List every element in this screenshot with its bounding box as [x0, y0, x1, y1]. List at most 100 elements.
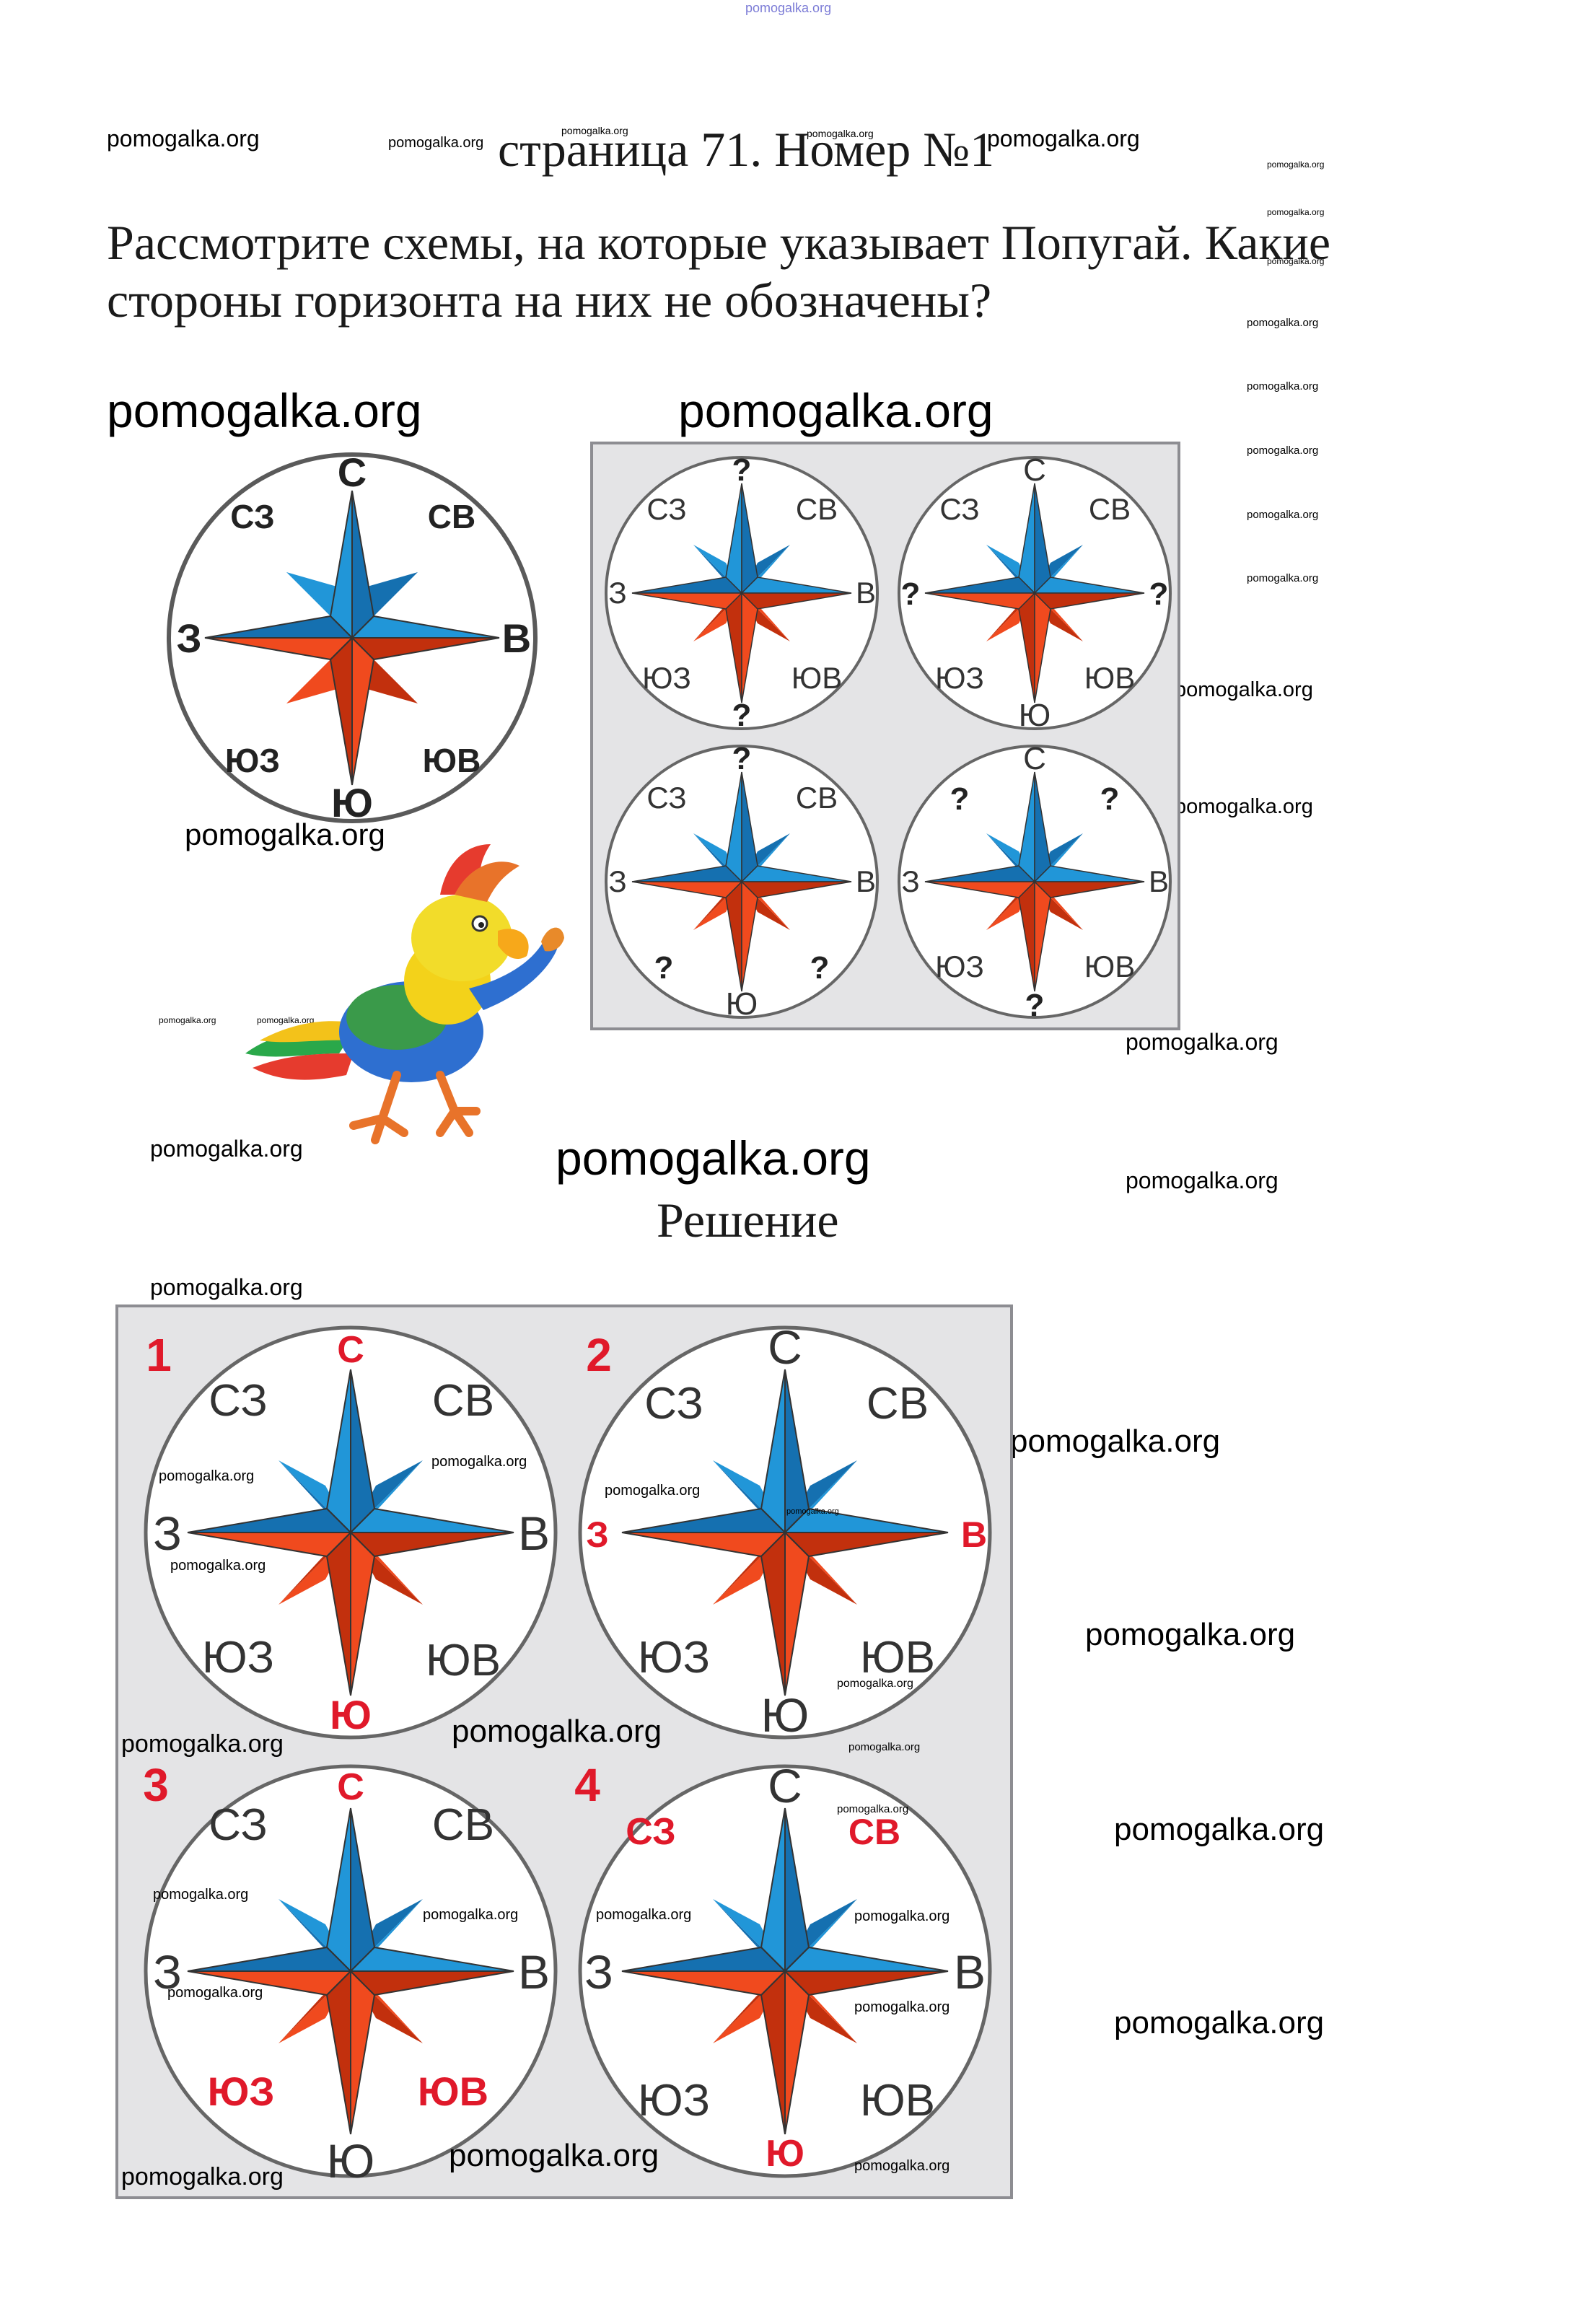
watermark: pomogalka.org — [150, 1274, 303, 1300]
scheme-d: С ? З В ? ? ЮЗ ЮВ — [898, 741, 1172, 1023]
watermark: pomogalka.org — [185, 817, 385, 851]
label-nw: СЗ — [646, 492, 686, 526]
label-e: В — [518, 1945, 550, 1999]
watermark: pomogalka.org — [150, 1136, 303, 1162]
watermark: pomogalka.org — [596, 1907, 692, 1923]
solution-scheme-3: 3 С Ю З В СЗ СВ ЮЗ ЮВ — [143, 1759, 558, 2188]
label-w: З — [608, 576, 626, 610]
watermark: pomogalka.org — [1267, 207, 1325, 217]
label-e: В — [856, 576, 876, 610]
label-se: ЮВ — [423, 742, 481, 779]
label-sw: ЮЗ — [935, 950, 984, 983]
label-nw: СЗ — [209, 1800, 268, 1850]
label-se: ЮВ — [860, 1633, 935, 1683]
label-s-answer: Ю — [766, 2133, 804, 2175]
label-w: З — [176, 615, 201, 661]
label-ne: СВ — [796, 781, 838, 815]
compass-rose-large: С Ю З В СЗ СВ ЮЗ ЮВ — [167, 450, 538, 825]
watermark: pomogalka.org — [678, 384, 994, 437]
label-s-unknown: ? — [732, 698, 752, 733]
label-n: С — [768, 1759, 802, 1812]
label-w-answer: З — [586, 1514, 608, 1555]
label-w: З — [153, 1507, 182, 1560]
label-w: З — [901, 864, 919, 898]
watermark: pomogalka.org — [556, 1131, 871, 1185]
watermark: pomogalka.org — [1126, 1167, 1279, 1193]
label-nw-answer: СЗ — [626, 1811, 675, 1853]
solution-number: 3 — [143, 1759, 169, 1811]
watermark: pomogalka.org — [121, 2163, 284, 2191]
watermark: pomogalka.org — [1175, 795, 1313, 818]
watermark: pomogalka.org — [257, 1015, 315, 1025]
scheme-a: ? ? З В СЗ СВ ЮЗ ЮВ — [605, 452, 879, 733]
watermark: pomogalka.org — [854, 1908, 950, 1924]
scheme-b: С Ю ? ? СЗ СВ ЮЗ ЮВ — [898, 452, 1172, 733]
label-s: Ю — [1019, 698, 1051, 733]
label-n: С — [1023, 741, 1046, 776]
label-n: С — [338, 450, 367, 495]
watermark: pomogalka.org — [561, 125, 628, 136]
watermark: pomogalka.org — [159, 1015, 216, 1025]
question-text: Рассмотрите схемы, на которые указывает … — [107, 215, 1331, 328]
label-s: Ю — [761, 1688, 810, 1742]
watermark: pomogalka.org — [121, 1730, 284, 1758]
label-ne-answer: СВ — [848, 1812, 900, 1852]
label-w: З — [584, 1945, 613, 1999]
watermark: pomogalka.org — [1114, 1812, 1325, 1847]
label-ne: СВ — [867, 1379, 929, 1429]
watermark: pomogalka.org — [837, 1678, 913, 1690]
label-w: З — [608, 864, 626, 898]
label-sw: ЮЗ — [935, 661, 984, 695]
watermark: pomogalka.org — [1175, 678, 1313, 701]
label-w-unknown: ? — [901, 576, 921, 612]
scheme-c: ? Ю З В СЗ СВ ? ? — [605, 741, 879, 1022]
label-sw: ЮЗ — [638, 1633, 710, 1683]
watermark: pomogalka.org — [170, 1558, 266, 1574]
label-se: ЮВ — [860, 2076, 935, 2126]
label-n: С — [1023, 452, 1046, 488]
label-nw: СЗ — [646, 781, 686, 815]
label-e: В — [518, 1507, 550, 1560]
label-e-answer: В — [961, 1514, 987, 1555]
task-panel: ? ? З В СЗ СВ ЮЗ ЮВ С Ю ? ? СЗ СВ ЮЗ ЮВ — [590, 442, 1180, 1030]
label-se: ЮВ — [791, 661, 842, 695]
solution-scheme-1: 1 С Ю З В СЗ СВ ЮЗ ЮВ — [144, 1325, 558, 1740]
label-s: Ю — [327, 2134, 375, 2188]
label-n: С — [768, 1320, 802, 1374]
compass-star — [204, 490, 500, 786]
page-title: страница 71. Номер №1 — [498, 122, 995, 177]
watermark: pomogalka.org — [1267, 256, 1325, 266]
watermark: pomogalka.org — [388, 135, 484, 151]
watermark: pomogalka.org — [107, 384, 422, 437]
label-se: ЮВ — [1084, 661, 1135, 695]
parrot-illustration — [245, 844, 564, 1144]
watermark: pomogalka.org — [153, 1887, 249, 1903]
watermark: pomogalka.org — [1247, 572, 1319, 584]
watermark: pomogalka.org — [1126, 1029, 1279, 1055]
label-e: В — [954, 1945, 986, 1999]
watermark: pomogalka.org — [605, 1483, 701, 1499]
solution-number: 1 — [146, 1329, 172, 1381]
watermark: pomogalka.org — [431, 1454, 527, 1470]
label-s-unknown: ? — [1025, 988, 1045, 1023]
solution-number: 2 — [586, 1329, 612, 1381]
watermark: pomogalka.org — [1247, 444, 1319, 457]
label-ne: СВ — [432, 1376, 494, 1426]
label-nw: СЗ — [644, 1379, 703, 1429]
label-ne: СВ — [1089, 492, 1131, 526]
watermark: pomogalka.org — [848, 1741, 921, 1753]
label-ne: СВ — [432, 1800, 494, 1850]
watermark: pomogalka.org — [854, 1999, 950, 2015]
label-ne: СВ — [428, 498, 475, 535]
watermark: pomogalka.org — [449, 2138, 659, 2173]
label-n-unknown: ? — [732, 452, 752, 488]
label-se: ЮВ — [426, 1636, 501, 1685]
label-se-answer: ЮВ — [418, 2069, 488, 2114]
solution-panel: 1 С Ю З В СЗ СВ ЮЗ ЮВ 2 С Ю З В СЗ СВ ЮЗ — [115, 1304, 1013, 2199]
watermark: pomogalka.org — [786, 1507, 839, 1516]
label-e: В — [502, 615, 531, 661]
watermark: pomogalka.org — [837, 1803, 909, 1815]
label-n-unknown: ? — [732, 741, 752, 776]
label-se-unknown: ? — [810, 950, 830, 986]
label-se: ЮВ — [1084, 950, 1135, 983]
